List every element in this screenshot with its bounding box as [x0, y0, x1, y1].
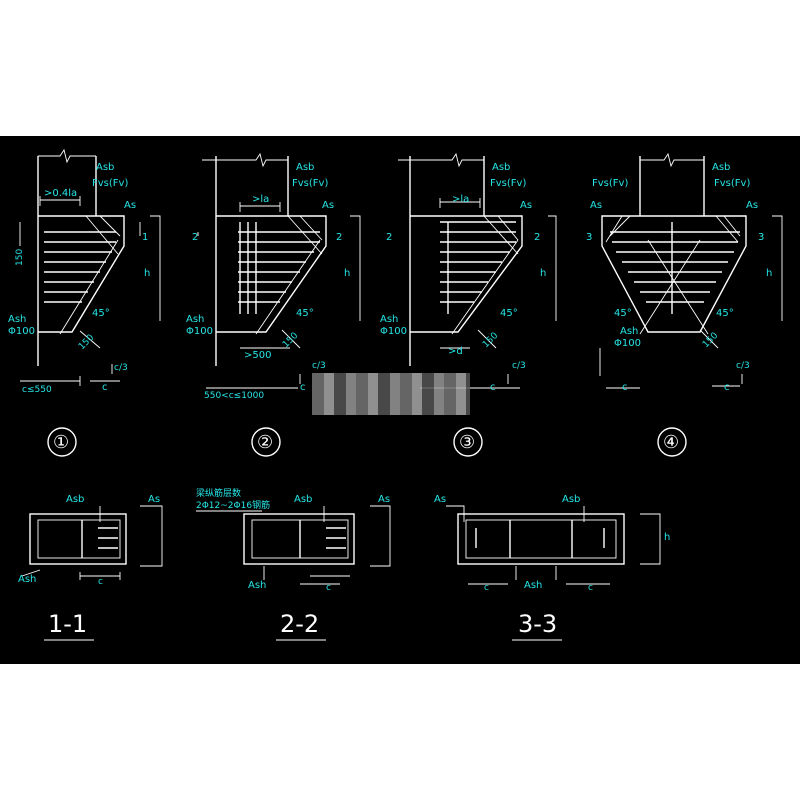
- drawing-svg: >0.4la Asb Fvs(Fv) As 1 150 h 45° Ash Φ1…: [8, 148, 783, 641]
- label-asb: Asb: [66, 494, 84, 505]
- label-asb: Asb: [492, 162, 510, 173]
- label-fvs: Fvs(Fv): [714, 178, 750, 189]
- label-c1000: 550<c≤1000: [204, 391, 264, 401]
- label-45deg: 45°: [716, 308, 734, 319]
- label-as: As: [148, 494, 160, 505]
- label-asb: Asb: [96, 162, 114, 173]
- label-fvs: Fvs(Fv): [592, 178, 628, 189]
- label-asb: Asb: [296, 162, 314, 173]
- detail-1: >0.4la Asb Fvs(Fv) As 1 150 h 45° Ash Φ1…: [8, 148, 161, 457]
- label-phi100: Φ100: [186, 326, 213, 337]
- label-c3: c/3: [512, 361, 526, 371]
- label-gtla: >la: [452, 194, 469, 205]
- label-fvs: Fvs(Fv): [490, 178, 526, 189]
- label-gt04la: >0.4la: [44, 188, 77, 199]
- section-3-3: As Asb Ash c c h 3-3: [434, 494, 670, 641]
- detail-3: Asb Fvs(Fv) As >la 2 2 h 45° Ash Φ100 >d…: [380, 152, 557, 457]
- label-45deg: 45°: [500, 308, 518, 319]
- label-phi100: Φ100: [380, 326, 407, 337]
- label-gt500: >500: [244, 350, 271, 361]
- label-h: h: [144, 268, 150, 279]
- section-1-1: Asb As Ash c 1-1: [18, 494, 163, 641]
- label-as: As: [746, 200, 758, 211]
- label-c3: c/3: [114, 363, 128, 373]
- label-sec-2: 2: [534, 232, 540, 243]
- label-c: c: [490, 382, 496, 393]
- cad-drawing-canvas: >0.4la Asb Fvs(Fv) As 1 150 h 45° Ash Φ1…: [0, 136, 800, 664]
- label-c: c: [724, 382, 730, 393]
- section-title-2-2: 2-2: [280, 610, 319, 638]
- label-ash: Ash: [18, 574, 36, 585]
- label-fvs: Fvs(Fv): [92, 178, 128, 189]
- label-asb: Asb: [294, 494, 312, 505]
- label-c550: c≤550: [22, 385, 52, 395]
- detail-2: Asb Fvs(Fv) As >la 2 2 h 45° Ash Φ100 >5…: [186, 152, 361, 457]
- label-150-diag: 150: [481, 331, 500, 350]
- label-as: As: [520, 200, 532, 211]
- label-sec-3: 3: [586, 232, 592, 243]
- label-c: c: [622, 382, 628, 393]
- label-c: c: [300, 382, 306, 393]
- label-ash: Ash: [524, 580, 542, 591]
- label-ash: Ash: [186, 314, 204, 325]
- section-title-3-3: 3-3: [518, 610, 557, 638]
- label-as: As: [434, 494, 446, 505]
- detail-number-1: ①: [53, 432, 69, 453]
- label-45deg: 45°: [614, 308, 632, 319]
- label-c3: c/3: [736, 361, 750, 371]
- section-title-1-1: 1-1: [48, 610, 87, 638]
- label-sec-2: 2: [336, 232, 342, 243]
- label-c3: c/3: [312, 361, 326, 371]
- label-45deg: 45°: [92, 308, 110, 319]
- label-as: As: [124, 200, 136, 211]
- label-sec-2: 2: [192, 232, 198, 243]
- note-line-2: 2Φ12~2Φ16钢筋: [196, 499, 270, 511]
- label-sec-3: 3: [758, 232, 764, 243]
- label-gtla: >la: [252, 194, 269, 205]
- label-h: h: [766, 268, 772, 279]
- detail-4: Asb Fvs(Fv) Fvs(Fv) As As 3 3 h 45° 45° …: [586, 152, 783, 457]
- label-150: 150: [15, 249, 25, 266]
- label-ash: Ash: [380, 314, 398, 325]
- detail-number-2: ②: [257, 432, 273, 453]
- label-gtd: >d: [448, 346, 463, 357]
- label-h: h: [540, 268, 546, 279]
- label-phi100: Φ100: [8, 326, 35, 337]
- label-c: c: [326, 583, 331, 593]
- label-fvs: Fvs(Fv): [292, 178, 328, 189]
- label-sec-1: 1: [142, 232, 148, 243]
- label-ash: Ash: [8, 314, 26, 325]
- label-45deg: 45°: [296, 308, 314, 319]
- section-2-2: 梁纵筋层数 2Φ12~2Φ16钢筋 Asb As Ash c 2-2: [196, 487, 391, 641]
- detail-number-3: ③: [459, 432, 475, 453]
- label-ash: Ash: [248, 580, 266, 591]
- label-150-diag: 150: [77, 333, 96, 352]
- label-asb: Asb: [562, 494, 580, 505]
- label-as: As: [378, 494, 390, 505]
- detail-number-4: ④: [663, 432, 679, 453]
- note-line-1: 梁纵筋层数: [196, 487, 241, 499]
- label-c: c: [102, 382, 108, 393]
- label-150-diag: 150: [281, 331, 300, 350]
- label-c: c: [588, 583, 593, 593]
- label-as: As: [322, 200, 334, 211]
- pixelated-watermark: [312, 373, 470, 415]
- label-ash: Ash: [620, 326, 638, 337]
- label-h: h: [664, 532, 670, 543]
- label-c: c: [484, 583, 489, 593]
- label-phi100: Φ100: [614, 338, 641, 349]
- label-sec-2: 2: [386, 232, 392, 243]
- label-as: As: [590, 200, 602, 211]
- label-h: h: [344, 268, 350, 279]
- label-asb: Asb: [712, 162, 730, 173]
- label-c: c: [98, 577, 103, 587]
